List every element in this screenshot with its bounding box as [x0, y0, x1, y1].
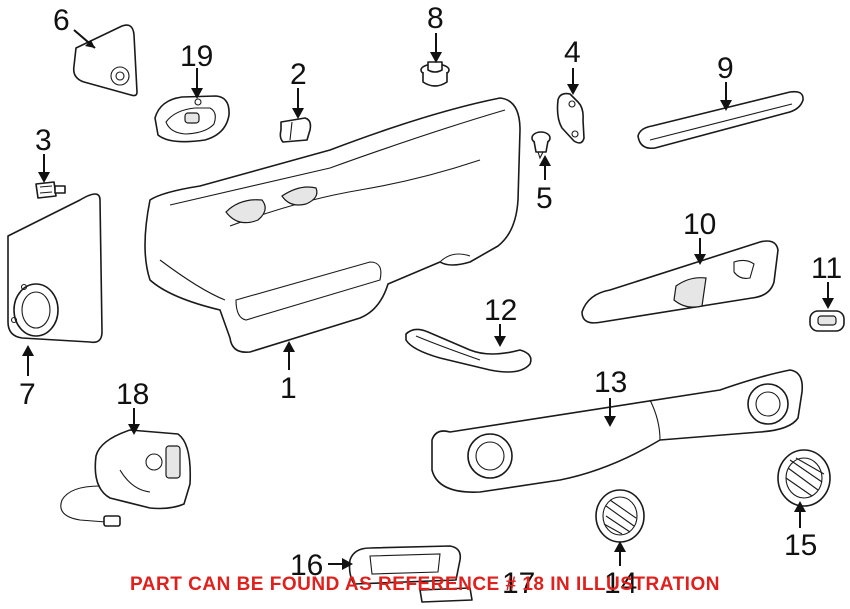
callout-18: 18: [116, 378, 149, 411]
part-12-pull-handle[interactable]: [405, 328, 532, 373]
callout-4: 4: [564, 36, 581, 69]
callout-5: 5: [536, 182, 553, 215]
part-2-clip[interactable]: [279, 117, 312, 143]
part-7-speaker-panel[interactable]: [7, 193, 103, 344]
part-14-speaker-grille[interactable]: [595, 489, 645, 543]
part-17-clip[interactable]: [419, 587, 473, 603]
part-1-door-panel[interactable]: [144, 97, 521, 354]
callout-9: 9: [717, 52, 734, 85]
part-19-switch-bezel[interactable]: [154, 95, 230, 143]
part-3-screw[interactable]: [35, 181, 66, 199]
leader-lines: [22, 29, 834, 570]
part-8-plug[interactable]: [420, 61, 450, 87]
part-10-armrest-trim[interactable]: [581, 240, 779, 324]
availability-notice: PART CAN BE FOUND AS REFERENCE # 18 IN I…: [130, 574, 720, 595]
part-6-sail-panel[interactable]: [72, 24, 138, 97]
callout-6: 6: [53, 4, 70, 37]
part-5-push-pin[interactable]: [531, 131, 551, 160]
part-11-button[interactable]: [809, 310, 845, 332]
part-16-handle-bracket[interactable]: [348, 545, 462, 585]
callout-11: 11: [811, 252, 842, 285]
callout-labels: 6 19 8 2 4 9 3 5 7 1 10 11 12 13 14 15 1…: [19, 2, 842, 600]
part-18-window-switch[interactable]: [60, 429, 192, 527]
callout-19: 19: [180, 40, 213, 73]
callout-10: 10: [683, 208, 716, 241]
part-15-speaker-grille[interactable]: [777, 449, 831, 507]
part-4-bracket[interactable]: [556, 92, 585, 144]
part-9-trim-strip[interactable]: [637, 90, 804, 150]
callout-2: 2: [290, 58, 307, 91]
callout-7: 7: [19, 378, 36, 411]
callout-14: 14: [604, 567, 637, 600]
callout-17: 17: [502, 567, 535, 600]
callout-3: 3: [35, 124, 52, 157]
callout-15: 15: [784, 529, 817, 562]
callout-16: 16: [290, 549, 323, 582]
callout-13: 13: [594, 366, 627, 399]
part-13-speaker-trim[interactable]: [431, 369, 804, 493]
callout-8: 8: [427, 2, 444, 35]
callout-1: 1: [280, 372, 297, 405]
callout-12: 12: [484, 294, 517, 327]
